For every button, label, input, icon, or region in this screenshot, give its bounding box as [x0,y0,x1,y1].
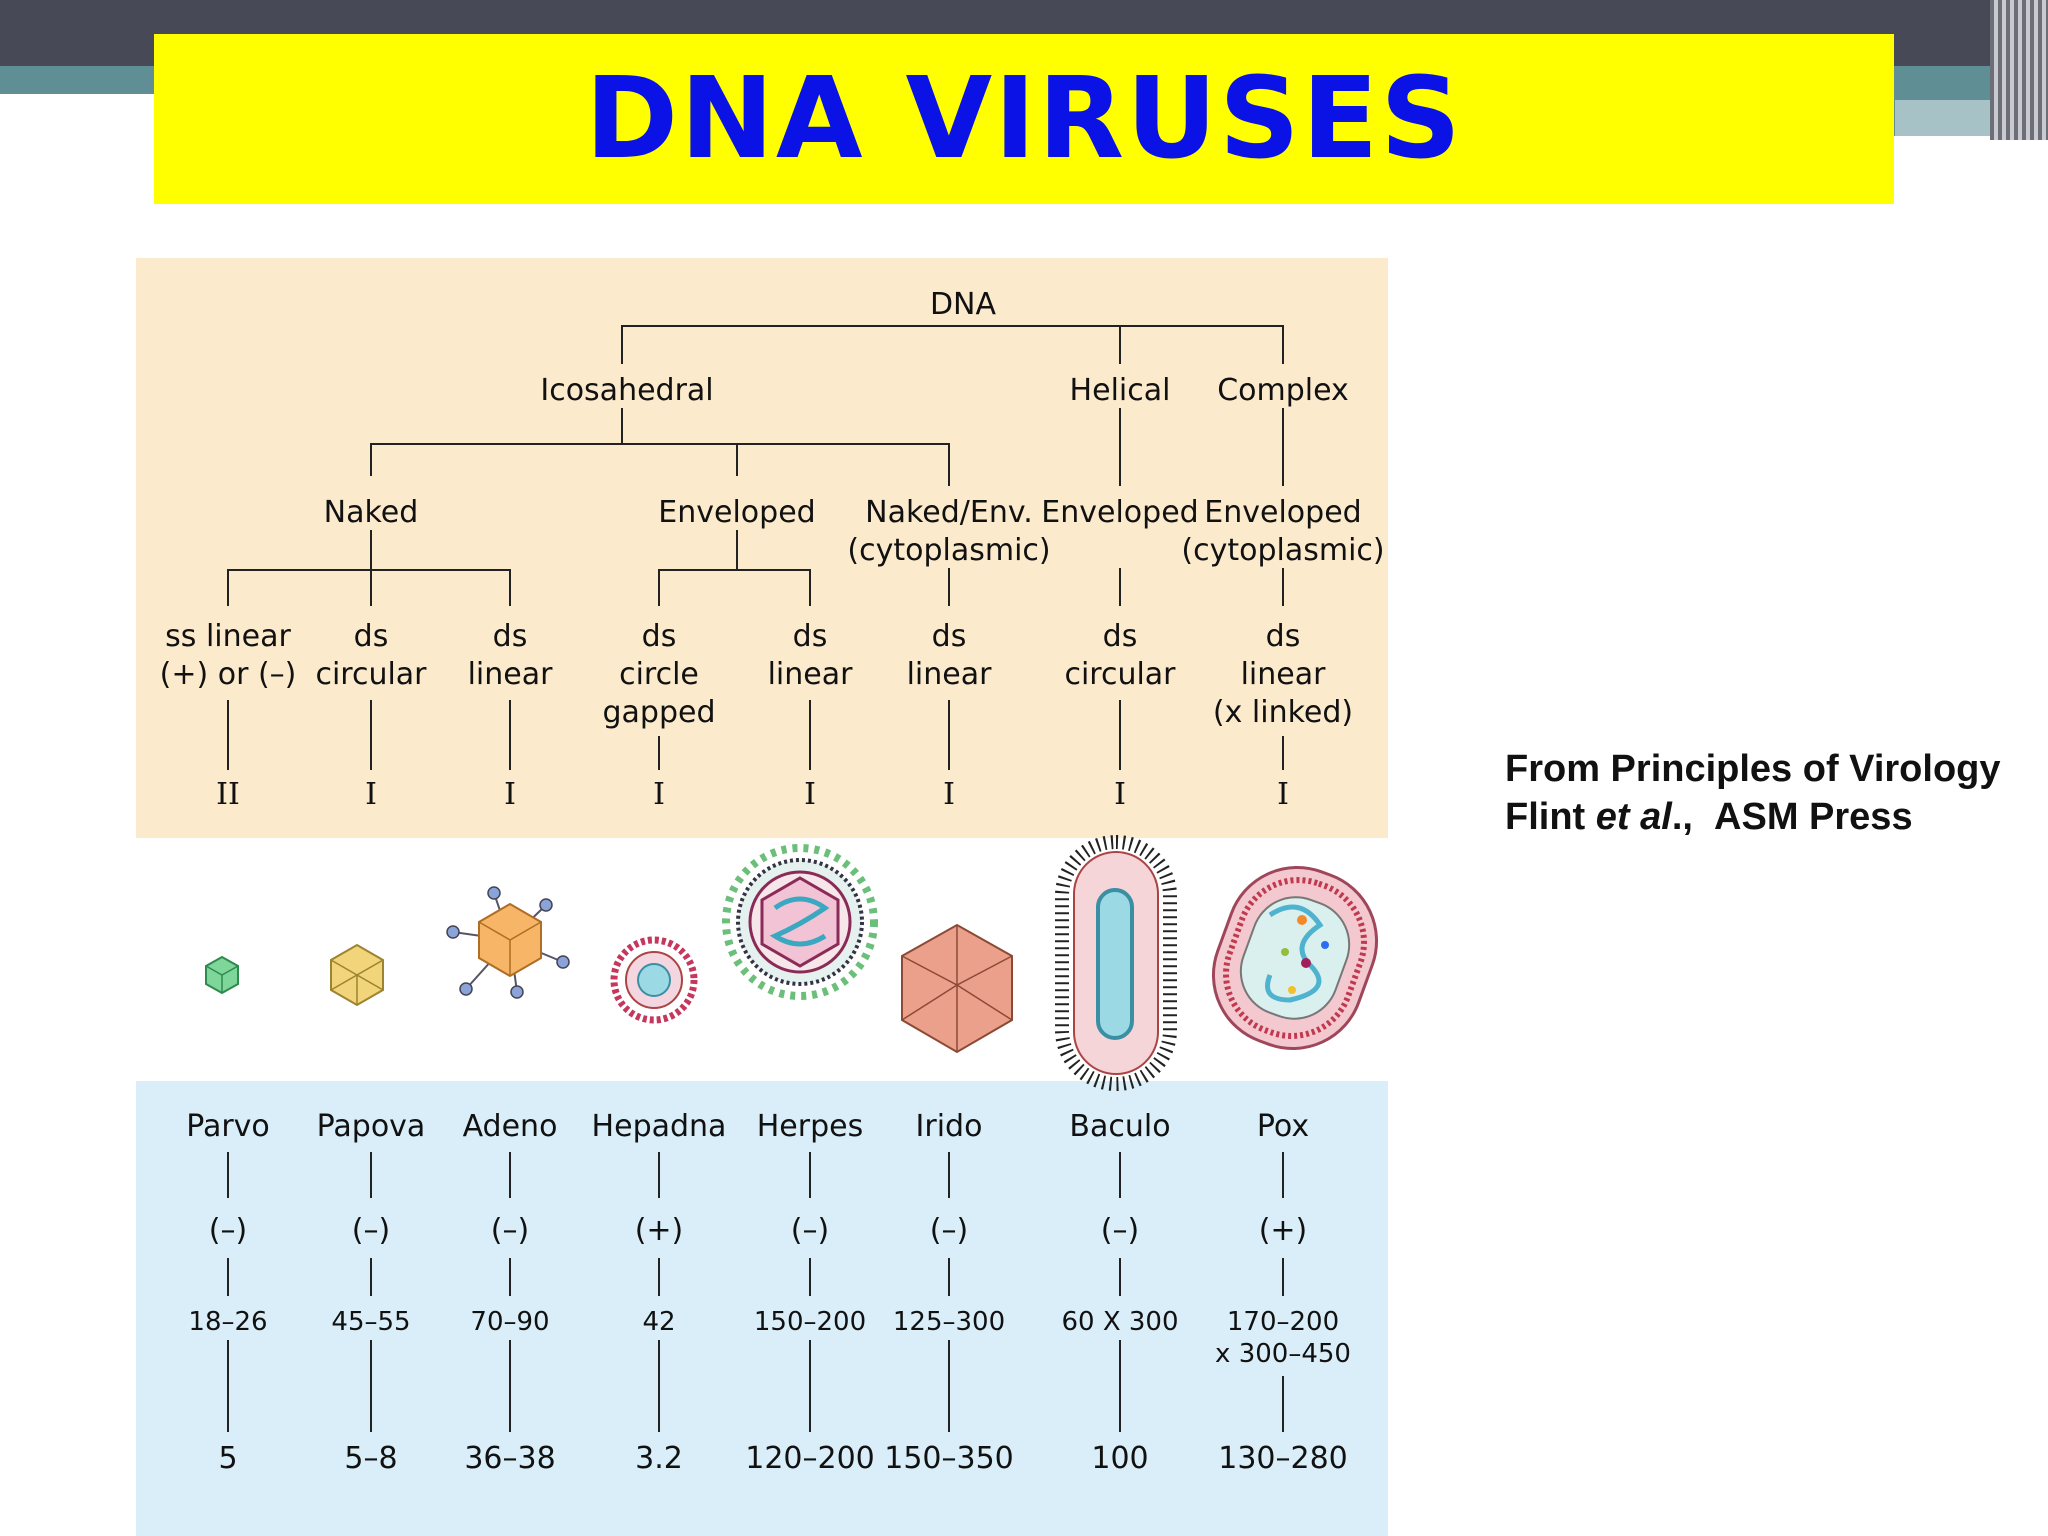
family-size: 150–200 [754,1307,866,1337]
family-name: Adeno [463,1109,558,1144]
irido-virion-icon [901,923,1013,1054]
family-sense: (–) [930,1213,968,1248]
genome-label: ds [932,619,967,654]
source-credit: From Principles of Virology Flint et al.… [1505,745,2001,841]
family-size: 60 X 300 [1061,1307,1178,1337]
genome-label: ds [793,619,828,654]
class-numeral: I [943,777,955,812]
tree-complex-enveloped-label: Enveloped [1204,495,1361,530]
genome-label: circular [1064,657,1176,692]
tree-helical-enveloped-label: Enveloped [1041,495,1198,530]
family-genome-size: 5 [218,1441,237,1476]
herpes-virion-icon [722,844,878,1000]
genome-label: linear [768,657,854,692]
genome-label: circular [315,657,427,692]
family-genome-size: 150–350 [884,1441,1014,1476]
genome-label: linear [468,657,554,692]
credit-et-al: et al [1595,796,1672,838]
family-size: 45–55 [331,1307,410,1337]
tree-naked-env-label: Naked/Env. [865,495,1033,530]
pox-virion-icon [1211,865,1379,1051]
class-numeral: I [1114,777,1126,812]
classification-tree-panel [136,258,1388,838]
family-size: 42 [642,1307,675,1337]
genome-label: (x linked) [1213,695,1353,730]
slide-title: DNA VIRUSES [585,54,1463,184]
genome-label: ss linear [165,619,291,654]
tree-helical-label: Helical [1070,373,1171,408]
baculo-virion-icon [1055,835,1177,1091]
family-name: Herpes [757,1109,863,1144]
family-sense: (–) [1101,1213,1139,1248]
genome-label: ds [1103,619,1138,654]
slide-accent-bar-left [0,66,160,94]
class-numeral: I [365,777,377,812]
tree-icosahedral-label: Icosahedral [540,373,713,408]
genome-label: ds [354,619,389,654]
genome-label: circle [619,657,699,692]
family-size: 70–90 [470,1307,549,1337]
credit-line-2: Flint et al., ASM Press [1505,793,2001,841]
genome-label: (+) or (–) [160,657,297,692]
family-genome-size: 120–200 [745,1441,875,1476]
family-sense: (–) [352,1213,390,1248]
parvo-virion-icon [205,955,239,995]
tree-complex-enveloped-sub-label: (cytoplasmic) [1181,533,1384,568]
family-properties-panel [136,1081,1388,1536]
genome-label: linear [1241,657,1327,692]
family-genome-size: 5–8 [344,1441,397,1476]
family-name: Hepadna [592,1109,727,1144]
tree-enveloped-label: Enveloped [658,495,815,530]
family-name: Papova [317,1109,426,1144]
credit-line-1: From Principles of Virology [1505,748,2001,790]
family-size: 18–26 [188,1307,267,1337]
family-sense: (–) [209,1213,247,1248]
credit-publisher: ., ASM Press [1671,796,1913,838]
class-numeral: II [216,777,240,812]
family-sense: (+) [1259,1213,1308,1248]
hepadna-virion-icon [610,936,698,1024]
family-name: Irido [916,1109,983,1144]
adeno-virion-icon [446,886,570,999]
family-sense: (–) [491,1213,529,1248]
genome-label: ds [642,619,677,654]
family-size: 170–200 [1227,1307,1339,1337]
genome-label: ds [1266,619,1301,654]
class-numeral: I [804,777,816,812]
genome-label: gapped [602,695,715,730]
family-genome-size: 130–280 [1218,1441,1348,1476]
tree-root-label: DNA [930,287,997,322]
class-numeral: I [504,777,516,812]
credit-author: Flint [1505,796,1596,838]
genome-label: linear [907,657,993,692]
genome-label: ds [493,619,528,654]
slide-stripes-decoration [1990,0,2048,140]
family-name: Pox [1257,1109,1309,1144]
family-sense: (+) [635,1213,684,1248]
connector-lines [227,325,1284,1432]
papova-virion-icon [330,943,384,1007]
family-name: Parvo [186,1109,270,1144]
family-genome-size: 100 [1091,1441,1148,1476]
class-numeral: I [653,777,665,812]
family-genome-size: 3.2 [635,1441,683,1476]
class-numeral: I [1277,777,1289,812]
family-name: Baculo [1069,1109,1170,1144]
tree-naked-env-sub-label: (cytoplasmic) [847,533,1050,568]
tree-complex-label: Complex [1217,373,1349,408]
family-genome-size: 36–38 [464,1441,555,1476]
family-sense: (–) [791,1213,829,1248]
tree-naked-label: Naked [324,495,419,530]
title-banner: DNA VIRUSES [154,34,1894,204]
family-size: x 300–450 [1215,1339,1351,1369]
family-size: 125–300 [893,1307,1005,1337]
